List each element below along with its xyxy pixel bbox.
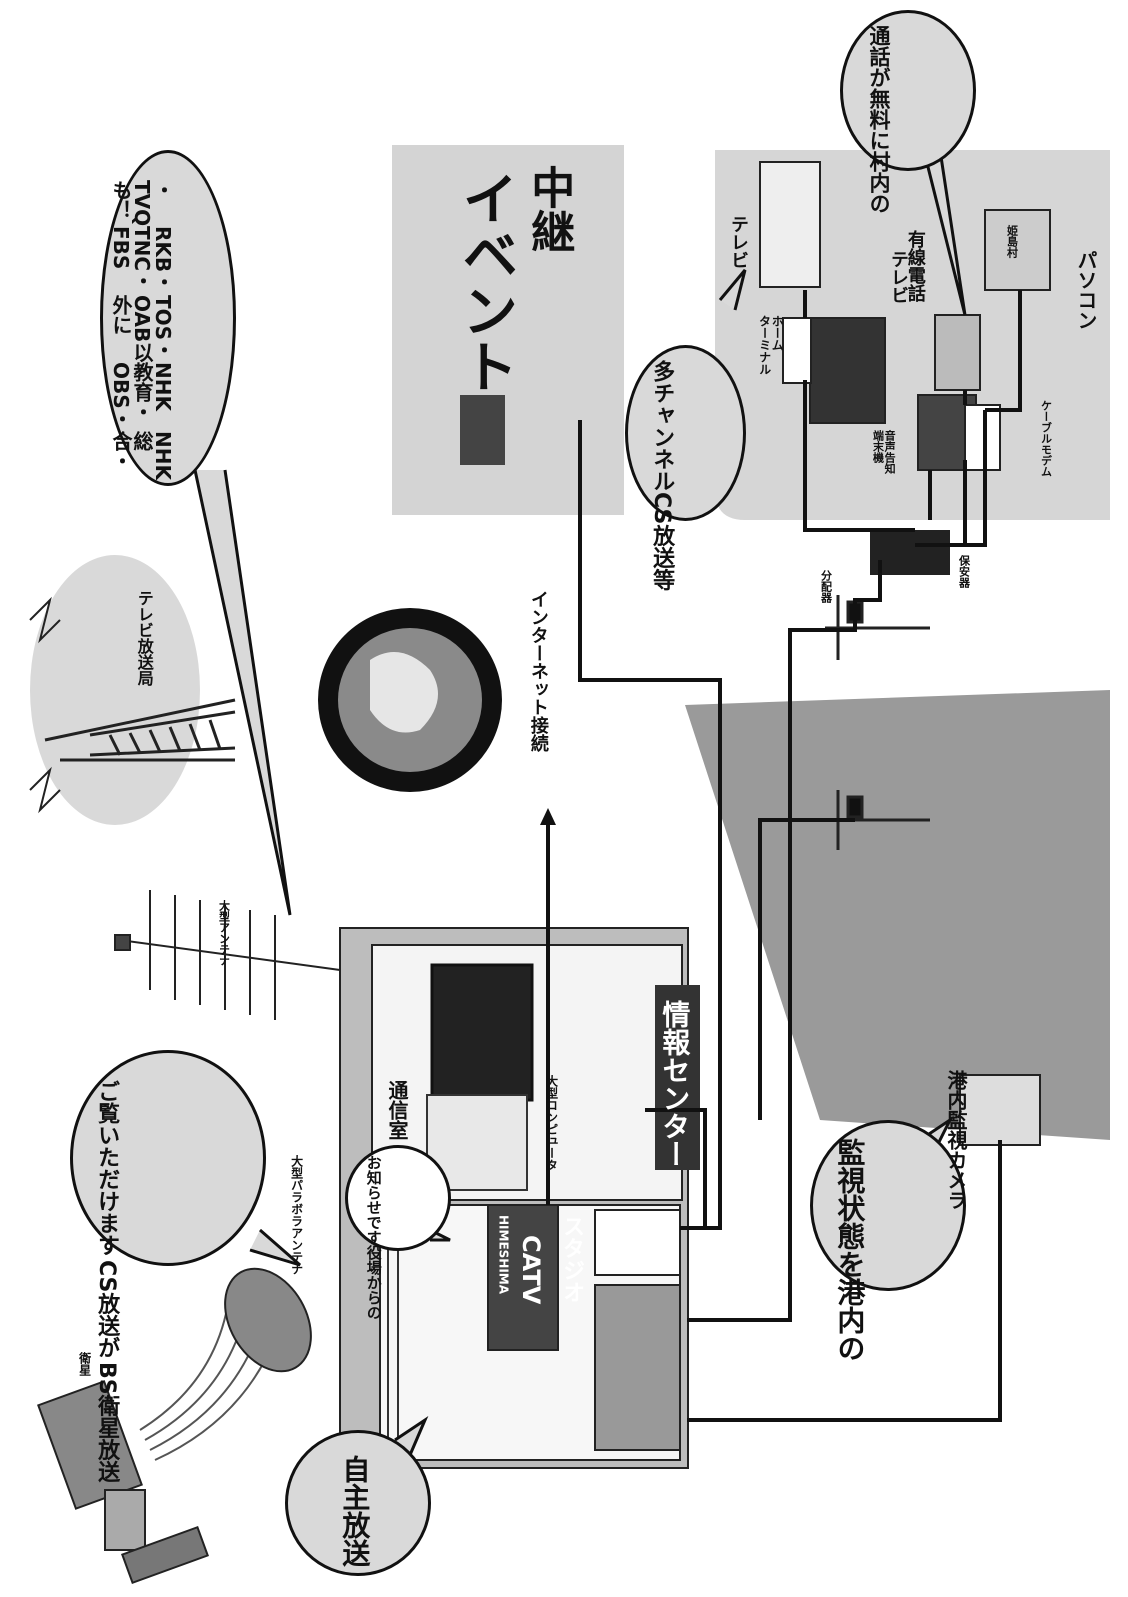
bs-cs-line-1: BS衛星放送 xyxy=(94,1362,120,1484)
phone-icon xyxy=(934,314,981,391)
office-notice-line-1: 役場からの xyxy=(364,1245,383,1320)
label-comm-room: 通信室 xyxy=(385,1080,409,1140)
internet-arrow-icon xyxy=(540,808,556,825)
protector-icon xyxy=(870,530,950,575)
harbor-monitor-line-3: 監視 xyxy=(833,1138,867,1194)
label-info-center: 情報センター xyxy=(658,1000,692,1168)
self-broadcast-text: 自主放送 xyxy=(338,1455,372,1567)
label-audio-notice: 音声告知 端末機 xyxy=(871,430,897,474)
harbor-monitor-line-2: 状態を xyxy=(833,1194,867,1278)
channels-line-2: NHK教育・OBS・ xyxy=(109,362,175,429)
label-studio-sign-2: CATV xyxy=(517,1235,546,1305)
yagi-antenna-icon xyxy=(114,890,341,1020)
bubble-tails xyxy=(193,149,967,1456)
relay-camera-icon xyxy=(460,395,505,465)
tv-tower-icon xyxy=(29,596,236,814)
label-cable-modem: ケーブルモデム xyxy=(1039,400,1053,477)
label-parabola-antenna: 大型パラボラアンテナ xyxy=(289,1155,304,1275)
label-harbor-camera: 港内監視カメラ xyxy=(944,1070,968,1210)
large-computer-screen-icon xyxy=(430,963,534,1102)
bs-cs-line-3: ご覧いただけます xyxy=(94,1080,120,1256)
label-pc-screen: 姫島村 xyxy=(1005,225,1019,258)
bubble-free-calls xyxy=(840,10,976,171)
satellite-icon xyxy=(37,1380,209,1585)
label-tv-2: テレビ xyxy=(887,250,909,304)
bubble-bs-cs-text: BS衛星放送 CS放送が ご覧いただけます xyxy=(94,1080,120,1484)
label-pc: パソコン xyxy=(1074,250,1098,330)
office-notice-line-2: お知らせです xyxy=(364,1155,383,1245)
office-notice-text: 役場からの お知らせです xyxy=(364,1155,383,1320)
label-studio-sign-1: HIMESHIMA xyxy=(496,1215,511,1295)
label-tv-station: テレビ放送局 xyxy=(134,590,154,686)
free-calls-line-1: 村内の xyxy=(867,151,892,214)
label-protector: 保安器 xyxy=(957,555,971,588)
bs-cs-line-2: CS放送が xyxy=(94,1260,120,1359)
cs-multichannel-text: CS放送等 多チャンネル xyxy=(649,360,675,591)
bubble-cs-multichannel xyxy=(625,345,746,521)
harbor-area xyxy=(685,690,1110,1140)
parabola-dish-icon xyxy=(224,1267,312,1373)
control-desk-icon xyxy=(594,1209,681,1276)
pc-monitor-icon xyxy=(984,209,1051,291)
bubble-channels xyxy=(100,150,236,486)
label-home-terminal: ホーム ターミナル xyxy=(757,315,785,375)
info-center-sign-bg xyxy=(655,985,700,1170)
cable-modem-icon xyxy=(964,404,1001,471)
label-tv-1: テレビ xyxy=(727,215,749,269)
label-event-relay-line1: イベント xyxy=(452,170,518,394)
harbor-monitor-text: 港内の 状態を 監視 xyxy=(833,1138,867,1362)
mixer-console-icon xyxy=(594,1284,681,1451)
label-studio: スタジオ xyxy=(559,1215,585,1303)
free-calls-line-2: 通話が無料に xyxy=(867,25,892,151)
event-relay-panel xyxy=(392,145,624,515)
bubble-self-broadcast xyxy=(285,1430,431,1576)
bubble-office-notice xyxy=(345,1145,451,1251)
studio-sign xyxy=(487,1204,559,1351)
tv-2-icon xyxy=(809,317,886,424)
bubble-bs-cs xyxy=(70,1050,266,1266)
tv-station-area xyxy=(30,555,200,825)
label-satellite: 衛星 xyxy=(77,1352,92,1376)
channels-line-1: NHK総合・ xyxy=(109,431,175,480)
channels-line-5: ・TVQも！ xyxy=(109,179,175,227)
cs-multi-line-1: CS放送等 xyxy=(649,492,675,591)
studio-truss xyxy=(387,1215,399,1455)
channels-line-4: RKB・TNC・FBS xyxy=(109,226,175,293)
label-internet: インターネット接続 xyxy=(527,590,549,752)
harbor-monitor-line-1: 港内の xyxy=(833,1278,867,1362)
home-terminal-icon xyxy=(782,317,812,384)
label-distributor: 分配器 xyxy=(819,570,833,603)
channels-line-3: TOS・OAB以外に xyxy=(109,294,175,362)
tv-1-icon xyxy=(759,161,821,288)
label-large-antenna: 大型アンテナ xyxy=(217,900,231,966)
free-calls-text: 村内の 通話が無料に xyxy=(867,25,892,214)
bubble-harbor-monitor xyxy=(810,1120,966,1291)
bubble-channels-text: NHK総合・ NHK教育・OBS・ TOS・OAB以外に RKB・TNC・FBS… xyxy=(109,179,175,480)
label-wired-phone: 有線電話 xyxy=(904,230,926,302)
cs-multi-line-2: 多チャンネル xyxy=(649,360,675,492)
harbor-camera-icon xyxy=(959,1074,1041,1146)
globe-continent xyxy=(370,652,438,733)
label-large-computer: 大型コンピュータ xyxy=(544,1075,559,1171)
network-cables xyxy=(546,290,1022,1422)
label-event-relay-line2: 中継 xyxy=(523,165,575,253)
